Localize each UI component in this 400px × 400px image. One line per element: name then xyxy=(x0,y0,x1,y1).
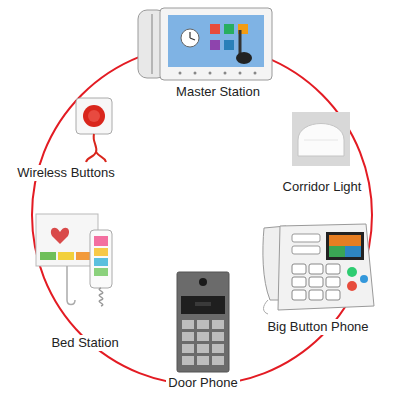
master-station-picture xyxy=(210,40,220,50)
wireless-button-picture xyxy=(88,110,100,122)
master-station-picture xyxy=(254,72,257,75)
wireless-button-picture xyxy=(83,105,105,127)
big-button-phone-picture xyxy=(264,300,269,314)
master-station-picture xyxy=(138,8,272,80)
door-phone-picture xyxy=(177,272,229,372)
master-station-picture xyxy=(239,30,242,55)
bed-station-picture xyxy=(40,252,56,260)
big-button-phone-picture xyxy=(329,235,361,257)
big-button-phone-picture xyxy=(292,290,306,300)
device-label: Bed Station xyxy=(49,335,120,351)
big-button-phone-picture xyxy=(309,290,323,300)
door-phone-picture xyxy=(212,320,224,329)
wireless-button-picture xyxy=(86,134,96,162)
door-phone-picture xyxy=(197,356,209,365)
master-station-picture xyxy=(179,72,182,75)
door-phone-picture xyxy=(195,302,211,306)
big-button-phone-picture xyxy=(326,290,340,300)
door-phone-picture xyxy=(182,332,194,341)
big-button-phone-picture xyxy=(326,277,340,287)
big-button-phone-picture xyxy=(292,277,306,287)
big-button-phone-picture xyxy=(360,275,368,283)
master-station-picture xyxy=(168,15,264,67)
bed-station-picture xyxy=(67,266,75,305)
master-station-picture xyxy=(209,72,212,75)
door-phone-picture xyxy=(212,332,224,341)
big-button-phone-picture xyxy=(292,264,306,274)
master-station-picture xyxy=(224,40,234,50)
door-phone-picture xyxy=(212,344,224,353)
master-station-picture xyxy=(181,29,199,47)
big-button-phone-picture xyxy=(329,246,345,257)
corridor-light-picture xyxy=(292,112,350,166)
device-label: Corridor Light xyxy=(281,179,364,195)
master-station-picture xyxy=(194,72,197,75)
bed-station-picture xyxy=(99,288,102,306)
wireless-button-picture xyxy=(76,98,112,162)
master-station-picture xyxy=(160,8,272,80)
master-station-picture xyxy=(239,72,242,75)
corridor-light-picture xyxy=(304,140,338,141)
device-label: Master Station xyxy=(174,84,262,100)
door-phone-picture xyxy=(212,356,224,365)
door-phone-picture xyxy=(182,356,194,365)
master-station-picture xyxy=(210,24,220,34)
bed-station-picture xyxy=(94,258,108,266)
big-button-phone-picture xyxy=(292,234,320,242)
bed-station-picture xyxy=(90,230,112,288)
master-station-picture xyxy=(224,24,234,34)
door-phone-picture xyxy=(177,272,229,372)
door-phone-picture xyxy=(197,320,209,329)
big-button-phone-picture xyxy=(309,277,323,287)
device-label: Wireless Buttons xyxy=(15,165,117,181)
corridor-light-picture xyxy=(298,124,344,157)
big-button-phone-picture xyxy=(263,224,374,314)
master-station-picture xyxy=(190,32,195,40)
corridor-light-picture xyxy=(292,112,350,166)
bed-station-picture xyxy=(94,236,108,246)
device-label: Door Phone xyxy=(166,375,239,391)
bed-station-picture xyxy=(94,268,108,276)
bed-station-picture xyxy=(51,228,69,244)
device-label: Big Button Phone xyxy=(265,319,370,335)
master-station-picture xyxy=(236,52,252,64)
bed-station-picture xyxy=(94,248,108,256)
door-phone-picture xyxy=(199,278,207,286)
wireless-button-picture xyxy=(96,152,106,162)
big-button-phone-picture xyxy=(278,224,374,310)
master-station-picture xyxy=(151,14,153,74)
bed-station-picture xyxy=(36,214,98,266)
big-button-phone-picture xyxy=(326,264,340,274)
door-phone-picture xyxy=(197,332,209,341)
big-button-phone-picture xyxy=(292,246,320,254)
big-button-phone-picture xyxy=(326,232,364,260)
big-button-phone-picture xyxy=(345,246,361,257)
big-button-phone-picture xyxy=(347,267,357,277)
door-phone-picture xyxy=(197,344,209,353)
big-button-phone-picture xyxy=(347,281,357,291)
bed-station-picture xyxy=(58,252,74,260)
red-ring xyxy=(32,45,372,385)
door-phone-picture xyxy=(182,320,194,329)
bed-station-picture xyxy=(36,214,112,306)
door-phone-picture xyxy=(181,296,225,314)
door-phone-picture xyxy=(182,344,194,353)
master-station-picture xyxy=(224,72,227,75)
master-station-picture xyxy=(168,15,264,67)
big-button-phone-picture xyxy=(309,264,323,274)
wireless-button-picture xyxy=(76,98,112,134)
